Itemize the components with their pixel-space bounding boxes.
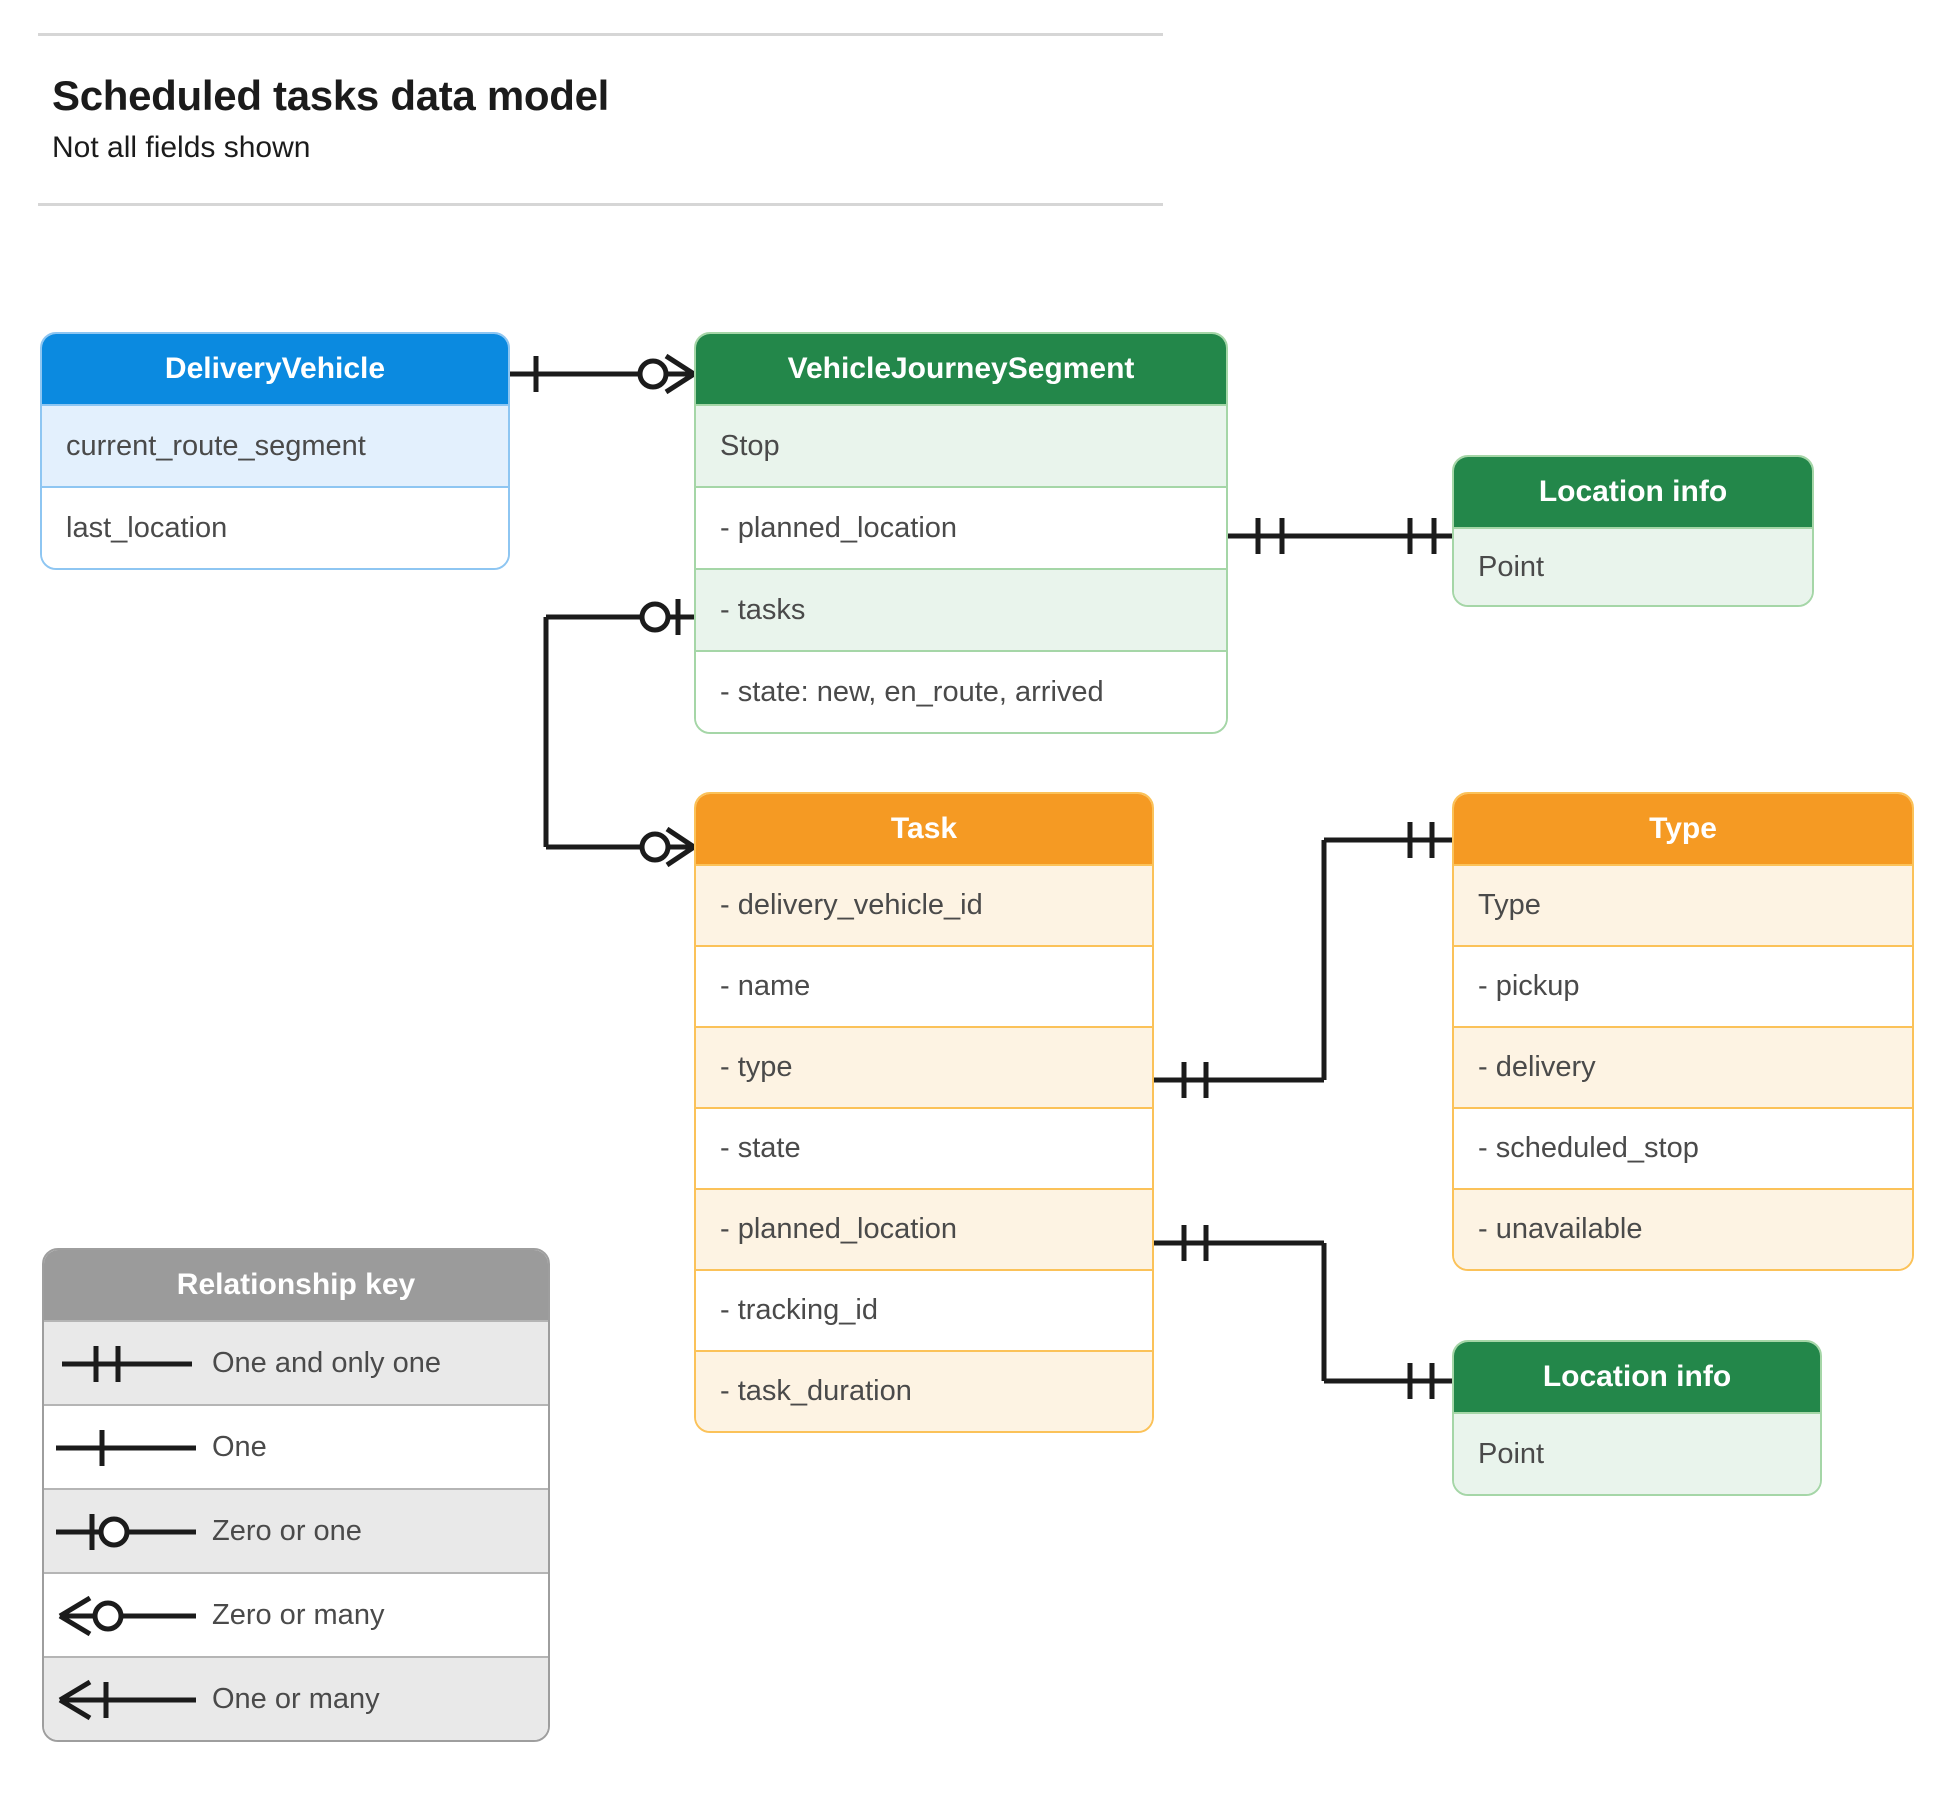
legend-item-label: Zero or one xyxy=(212,1514,362,1547)
field-row: current_route_segment xyxy=(42,404,508,486)
field-row: - type xyxy=(696,1026,1152,1107)
legend-item-one-or-many: One or many xyxy=(44,1656,548,1740)
entity-title-type: Type xyxy=(1454,794,1912,864)
entity-task[interactable]: Task - delivery_vehicle_id - name - type… xyxy=(694,792,1154,1433)
entity-title-location-info: Location info xyxy=(1454,1342,1820,1412)
entity-type[interactable]: Type Type - pickup - delivery - schedule… xyxy=(1452,792,1914,1271)
one-or-many-icon xyxy=(44,1658,212,1740)
legend-title: Relationship key xyxy=(44,1250,548,1320)
zero-or-many-icon xyxy=(44,1574,212,1656)
field-row: - tracking_id xyxy=(696,1269,1152,1350)
entity-location-info-bottom[interactable]: Location info Point xyxy=(1452,1340,1822,1496)
legend-item-one-and-only-one: One and only one xyxy=(44,1320,548,1404)
one-icon xyxy=(44,1406,212,1488)
field-row: - name xyxy=(696,945,1152,1026)
field-row: Point xyxy=(1454,527,1812,605)
legend-item-one: One xyxy=(44,1404,548,1488)
field-row: Point xyxy=(1454,1412,1820,1494)
zero-or-one-icon xyxy=(44,1490,212,1572)
field-row: Type xyxy=(1454,864,1912,945)
entity-delivery-vehicle[interactable]: DeliveryVehicle current_route_segment la… xyxy=(40,332,510,570)
field-row: last_location xyxy=(42,486,508,568)
field-row: - delivery xyxy=(1454,1026,1912,1107)
legend-item-label: One and only one xyxy=(212,1346,441,1379)
entity-vehicle-journey-segment[interactable]: VehicleJourneySegment Stop - planned_loc… xyxy=(694,332,1228,734)
field-row: - delivery_vehicle_id xyxy=(696,864,1152,945)
legend-item-zero-or-many: Zero or many xyxy=(44,1572,548,1656)
header-rule-bottom xyxy=(38,203,1163,206)
entity-title-vehicle-journey-segment: VehicleJourneySegment xyxy=(696,334,1226,404)
field-row: - pickup xyxy=(1454,945,1912,1026)
field-row: - unavailable xyxy=(1454,1188,1912,1269)
header-rule-top xyxy=(38,33,1163,36)
entity-location-info-top[interactable]: Location info Point xyxy=(1452,455,1814,607)
entity-title-task: Task xyxy=(696,794,1152,864)
field-row: - planned_location xyxy=(696,486,1226,568)
one-and-only-one-icon xyxy=(44,1322,212,1404)
field-row: - tasks xyxy=(696,568,1226,650)
legend-item-zero-or-one: Zero or one xyxy=(44,1488,548,1572)
field-row: - planned_location xyxy=(696,1188,1152,1269)
field-row: - state xyxy=(696,1107,1152,1188)
legend-item-label: Zero or many xyxy=(212,1598,385,1631)
relationship-key-legend[interactable]: Relationship key One and only one xyxy=(42,1248,550,1742)
page-title: Scheduled tasks data model xyxy=(52,72,610,119)
entity-title-delivery-vehicle: DeliveryVehicle xyxy=(42,334,508,404)
legend-item-label: One xyxy=(212,1430,267,1463)
legend-item-label: One or many xyxy=(212,1682,380,1715)
field-row: - scheduled_stop xyxy=(1454,1107,1912,1188)
page-subtitle: Not all fields shown xyxy=(52,131,311,164)
field-row: - task_duration xyxy=(696,1350,1152,1431)
entity-title-location-info: Location info xyxy=(1454,457,1812,527)
field-row: - state: new, en_route, arrived xyxy=(696,650,1226,732)
field-row: Stop xyxy=(696,404,1226,486)
